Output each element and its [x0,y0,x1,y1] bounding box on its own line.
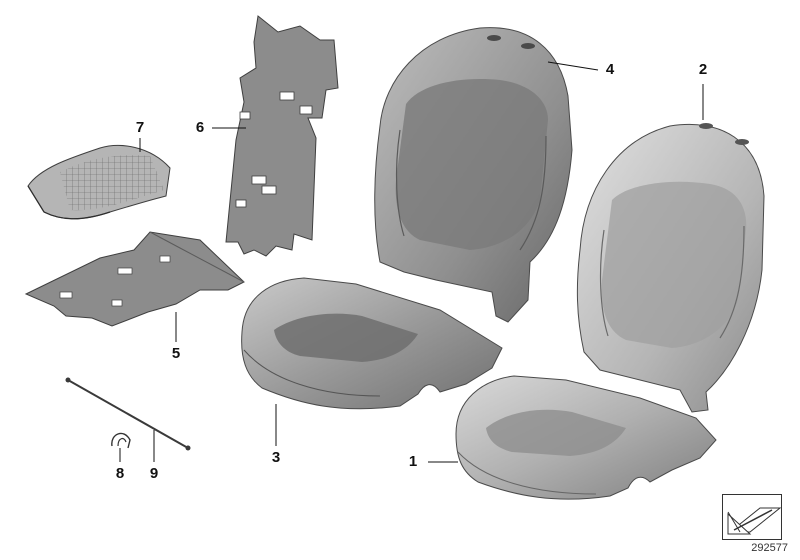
part-1-seat-cushion [455,375,717,500]
part-7-heating-mat [27,145,171,220]
callout-3: 3 [271,449,281,466]
callout-8: 8 [115,465,125,482]
part-6-panel [225,15,339,257]
part-5-panel [24,231,245,327]
reference-arrow-icon [727,507,782,535]
leader-4 [547,61,599,71]
callout-6: 6 [195,119,205,136]
part-8-clip [111,432,131,449]
part-4-backrest [374,27,573,323]
part-3-seat-cushion [241,277,503,410]
part-9-wire [65,377,191,451]
part-2-backrest [576,123,765,413]
callout-9: 9 [149,465,159,482]
leader-lines [119,61,704,463]
callout-5: 5 [171,345,181,362]
callout-4: 4 [605,61,615,78]
reference-box [722,494,782,540]
callout-2: 2 [698,61,708,78]
callout-1: 1 [408,453,418,470]
callout-7: 7 [135,119,145,136]
reference-number: 292577 [751,542,788,554]
